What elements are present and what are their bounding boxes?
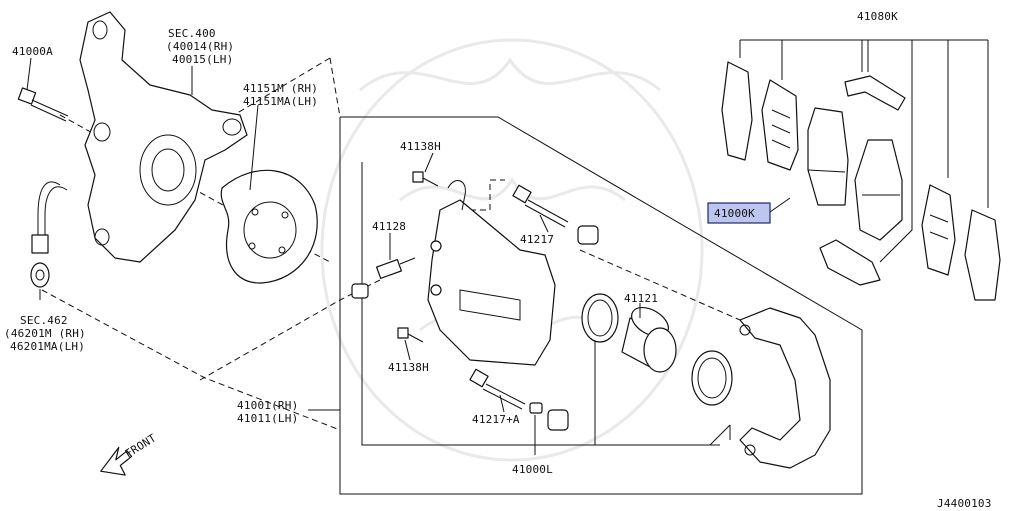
label-41217[interactable]: 41217 xyxy=(520,233,554,246)
pin-boot-top xyxy=(577,225,599,245)
label-41138H-bottom[interactable]: 41138H xyxy=(388,361,429,374)
piston-seal xyxy=(581,293,619,343)
pad-shim-outer-left xyxy=(721,61,753,161)
caliper-bolt-top xyxy=(412,171,439,187)
caliper-bracket xyxy=(739,307,831,469)
pad-shim-inner-left xyxy=(761,79,799,171)
caliper-body xyxy=(427,180,556,366)
pad-kit-leader-lines xyxy=(739,39,989,263)
piston xyxy=(621,306,677,373)
label-leader-lines xyxy=(26,57,791,455)
label-40015[interactable]: 40015(LH) xyxy=(172,53,233,66)
label-41151MA[interactable]: 41151MA(LH) xyxy=(243,95,318,108)
piston-boot xyxy=(691,350,733,406)
label-41000A[interactable]: 41000A xyxy=(12,45,53,58)
label-41121[interactable]: 41121 xyxy=(624,292,658,305)
label-41217A[interactable]: 41217+A xyxy=(472,413,520,426)
front-arrow xyxy=(100,446,133,476)
label-41000K[interactable]: 41000K xyxy=(714,207,755,220)
pin-boot-bottom xyxy=(529,402,569,431)
label-46201MA[interactable]: 46201MA(LH) xyxy=(10,340,85,353)
brake-hose xyxy=(30,181,68,288)
pad-clip-bottom xyxy=(819,239,881,286)
brake-pad-right xyxy=(854,139,903,241)
label-41000L[interactable]: 41000L xyxy=(512,463,553,476)
pad-clip-top xyxy=(844,75,906,111)
label-46201M[interactable]: (46201M (RH) xyxy=(4,327,86,340)
label-41151M[interactable]: 41151M (RH) xyxy=(243,82,318,95)
label-41080K[interactable]: 41080K xyxy=(857,10,898,23)
pad-shim-inner-right xyxy=(921,184,956,276)
guide-pin-bottom xyxy=(469,368,526,410)
bleeder-screw xyxy=(376,257,416,280)
knuckle-bolt xyxy=(17,87,69,122)
caliper-assembly-frame xyxy=(339,116,863,495)
selected-part-highlight xyxy=(707,202,771,224)
label-41001[interactable]: 41001(RH) xyxy=(237,399,298,412)
brake-pad-left xyxy=(807,107,849,206)
label-sec-400[interactable]: SEC.400 xyxy=(168,27,216,40)
label-41138H-top[interactable]: 41138H xyxy=(400,140,441,153)
label-41011[interactable]: 41011(LH) xyxy=(237,412,298,425)
bleeder-cap xyxy=(351,283,369,299)
label-41128[interactable]: 41128 xyxy=(372,220,406,233)
diagram-id: J4400103 xyxy=(937,497,992,510)
label-40014[interactable]: (40014(RH) xyxy=(166,40,234,53)
steering-knuckle xyxy=(79,11,248,263)
caliper-bolt-bottom xyxy=(397,327,424,343)
pad-shim-outer-right xyxy=(964,209,1001,301)
watermark-emblem xyxy=(320,38,704,462)
dust-shield xyxy=(220,169,318,284)
guide-pin-top xyxy=(512,184,569,228)
label-sec-462[interactable]: SEC.462 xyxy=(20,314,68,327)
label-front: FRONT xyxy=(123,431,159,460)
